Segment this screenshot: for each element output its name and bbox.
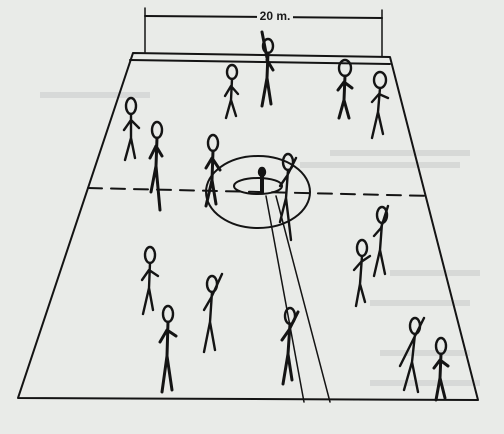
field-width-label: 20 m. xyxy=(260,9,291,23)
